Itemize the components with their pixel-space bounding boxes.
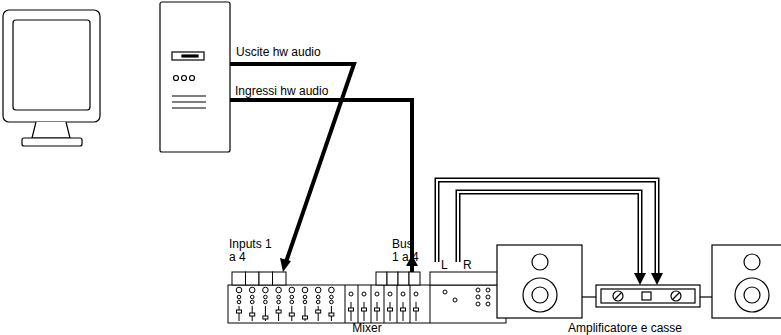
port-label: Inputs 1 a 4 (229, 238, 273, 264)
audio-wires (230, 64, 412, 272)
audio-cable (437, 180, 663, 285)
mixer-drawing (228, 272, 506, 323)
wire-label: Ingressi hw audio (234, 85, 329, 98)
node-label: Mixer (226, 322, 508, 334)
port-label: Bus 1 a 4 (392, 238, 420, 264)
channel-label: L (441, 259, 448, 272)
audio-cable (458, 192, 646, 285)
amplifier-speakers: Amplificatore e casse (540, 285, 710, 335)
amplifier (596, 285, 700, 307)
channel-label: R (463, 259, 472, 272)
mixer: Mixer (226, 262, 508, 335)
arrowhead (280, 258, 291, 272)
computer (3, 2, 230, 152)
node-label: Amplificatore e casse (540, 322, 710, 334)
wire-label: Uscite hw audio (236, 46, 321, 59)
